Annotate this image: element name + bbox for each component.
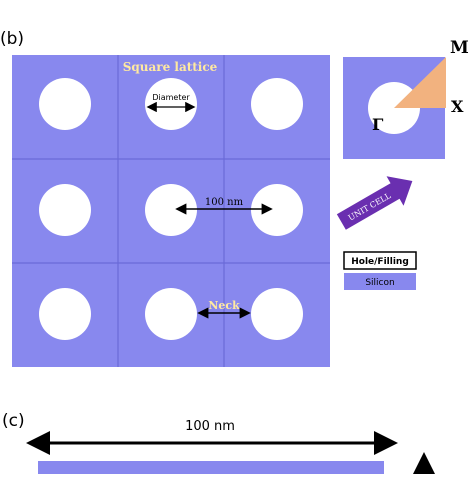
hole: [251, 78, 303, 130]
diameter-label: Diameter: [152, 93, 190, 102]
hole: [39, 288, 91, 340]
hole: [145, 78, 197, 130]
point-x: X: [451, 97, 464, 116]
spacing-label: 100 nm: [205, 197, 244, 208]
hole: [39, 184, 91, 236]
panel-c-silicon-strip: [38, 461, 384, 478]
unit-cell-arrow: UNIT CELL: [336, 176, 413, 230]
hole: [251, 184, 303, 236]
square-lattice: Square lattice Diameter 100 nm Neck: [12, 55, 330, 367]
hole: [39, 78, 91, 130]
hole: [145, 184, 197, 236]
hole: [145, 288, 197, 340]
panel-b-label: (b): [0, 29, 24, 49]
point-m: M: [450, 38, 469, 58]
legend-hole-swatch: [343, 251, 417, 270]
legend-hole-label: Hole/Filling: [351, 257, 409, 267]
legend-silicon-label: Silicon: [365, 278, 394, 288]
irreducible-brillouin-zone: [394, 57, 446, 108]
legend-silicon-swatch: [344, 273, 416, 290]
hole: [251, 288, 303, 340]
point-gamma: Γ: [372, 115, 384, 134]
neck-label: Neck: [208, 299, 240, 312]
unit-cell-arrow-shape: [336, 176, 413, 230]
unit-cell: M X Γ: [343, 38, 469, 159]
legend: Hole/Filling Silicon: [343, 251, 417, 290]
panel-c-label: (c): [2, 411, 25, 431]
panel-c-dimension-label: 100 nm: [185, 419, 235, 434]
lattice-title: Square lattice: [123, 60, 218, 74]
